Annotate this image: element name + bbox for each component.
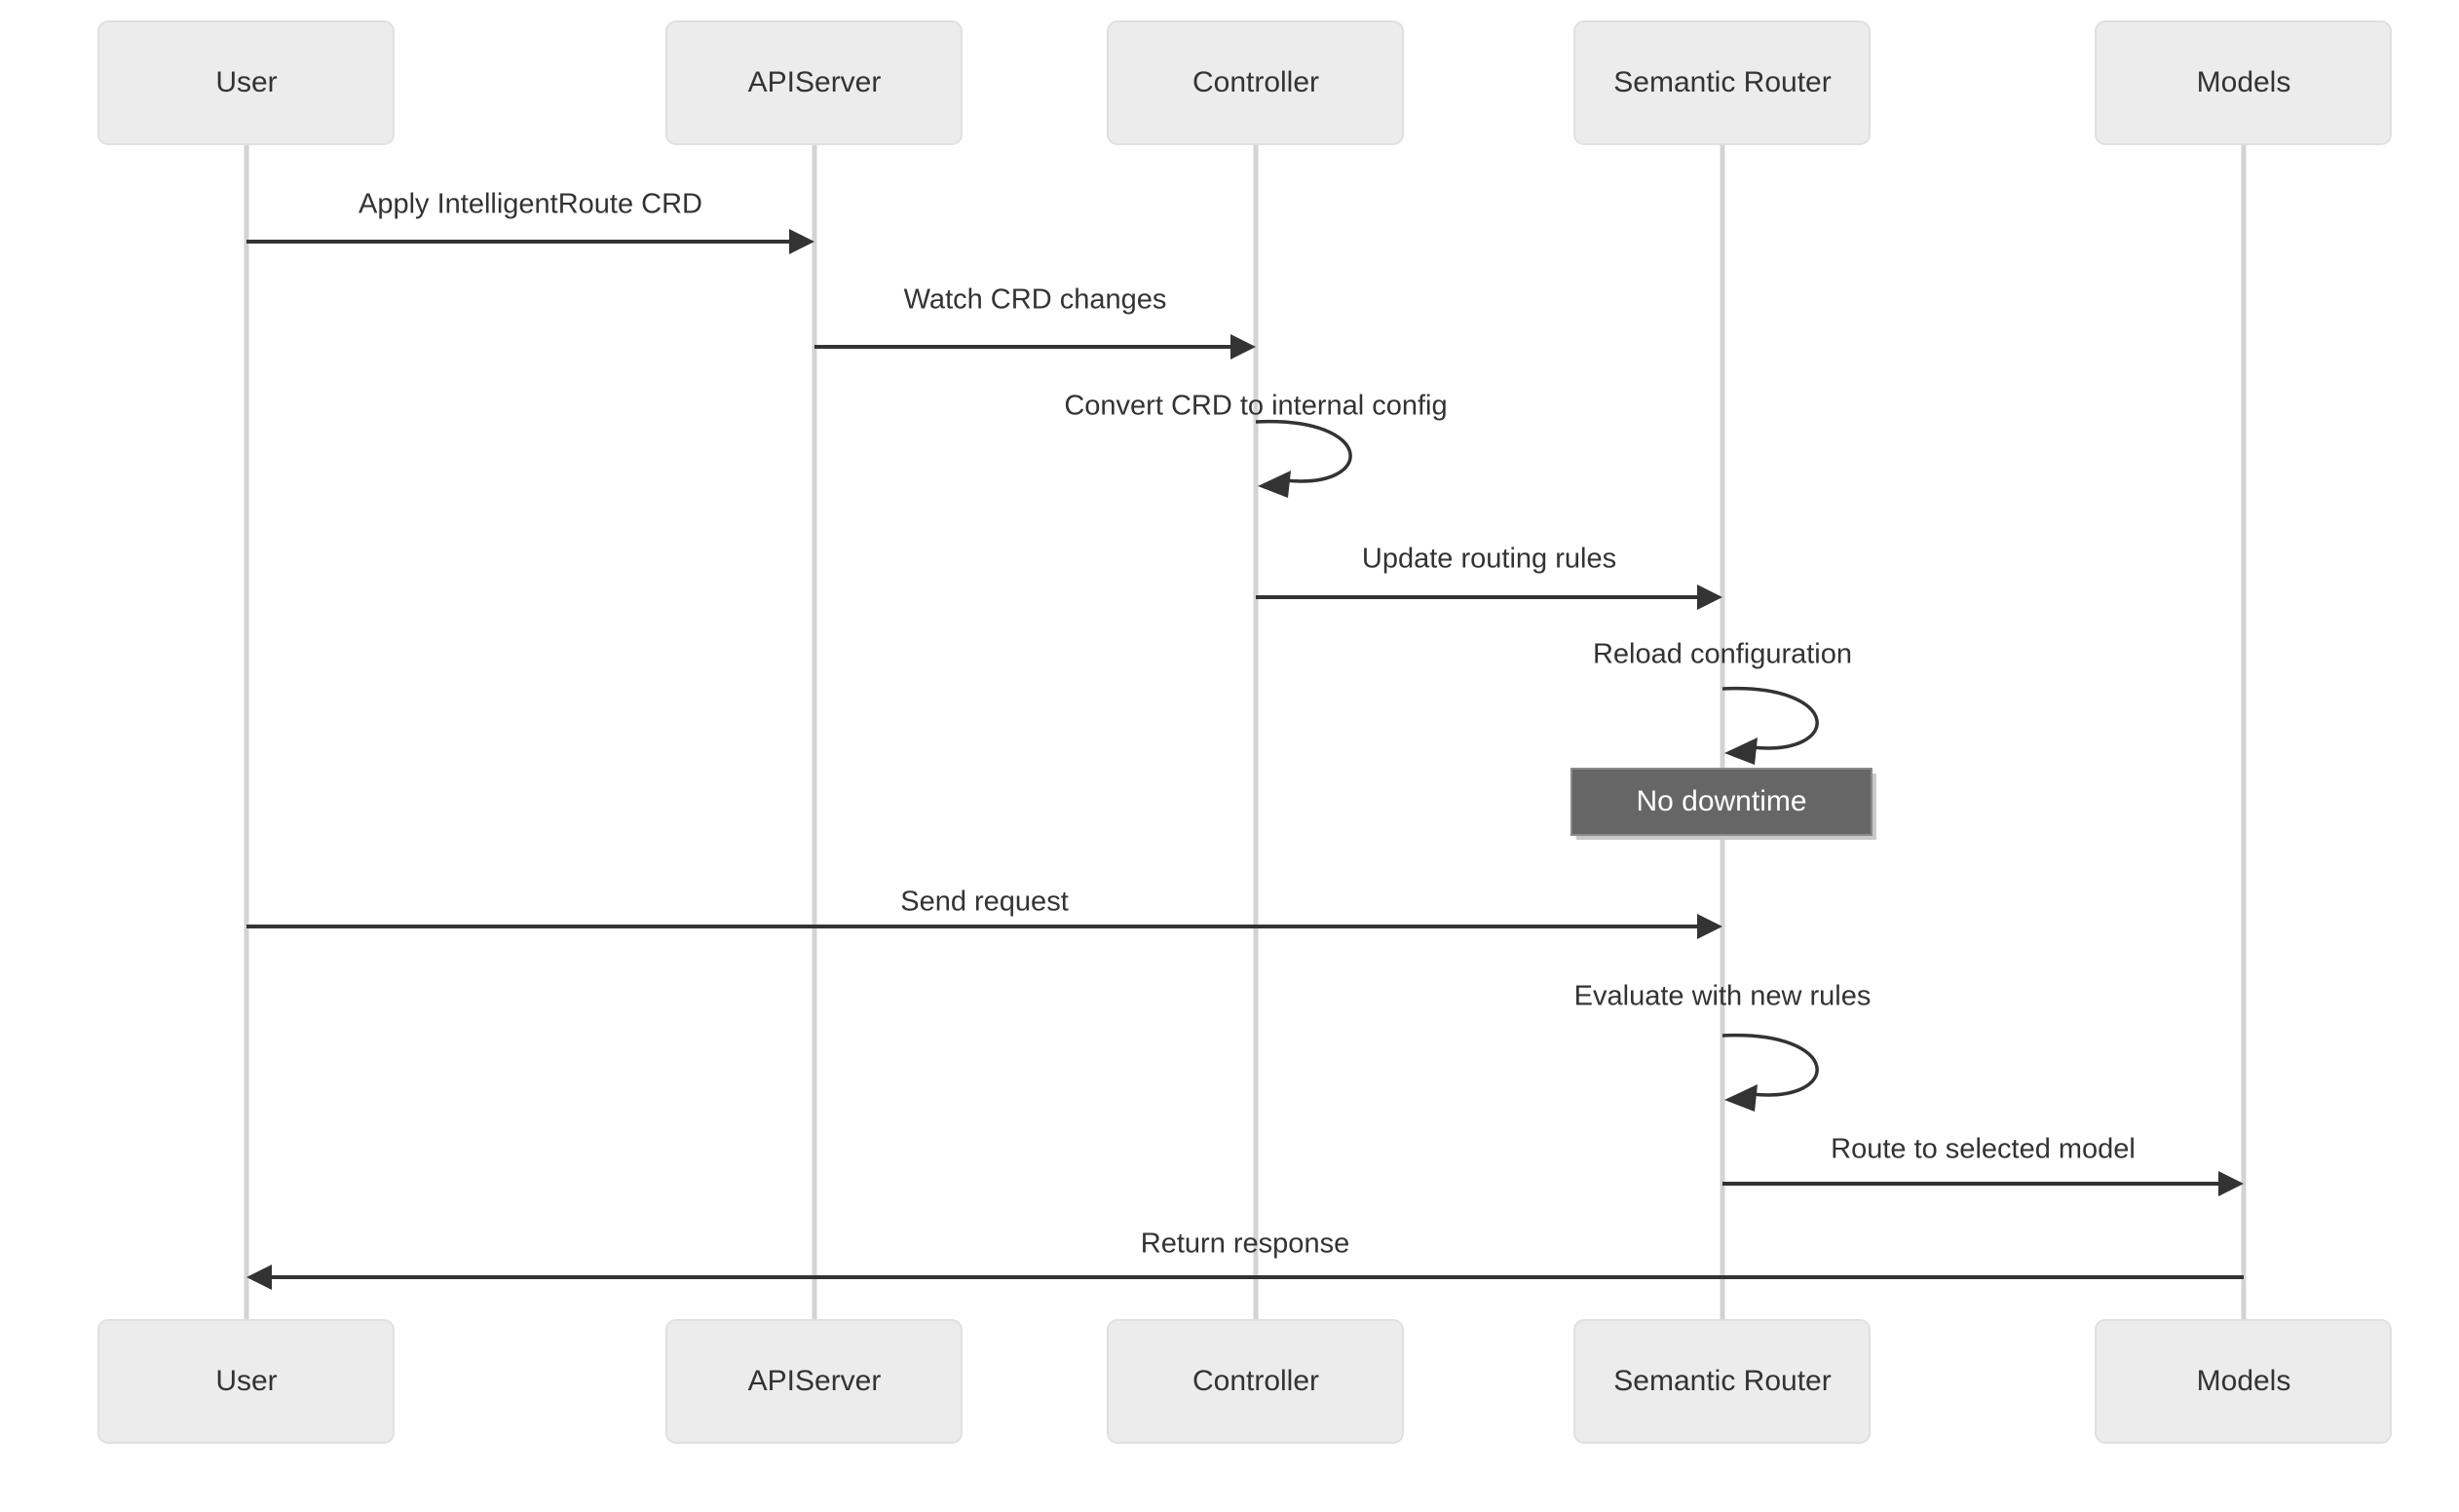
participant-label: User xyxy=(215,66,277,98)
msg-route-model[interactable]: Route to selected model xyxy=(1722,1134,2244,1196)
participant-bottom-apiserver[interactable]: APIServer xyxy=(665,1319,963,1444)
arrow-head xyxy=(1697,914,1722,939)
lifelines-layer xyxy=(244,144,2247,1320)
participant-bottom-controller[interactable]: Controller xyxy=(1107,1319,1404,1444)
note-label: No downtime xyxy=(1636,785,1806,817)
participant-bottom-semantic-router[interactable]: Semantic Router xyxy=(1573,1319,1871,1444)
message-label: Send request xyxy=(900,887,1069,918)
participant-label: User xyxy=(215,1365,277,1397)
participant-label: Semantic Router xyxy=(1613,66,1831,98)
arrow-head xyxy=(1697,585,1722,610)
participant-bottom-models[interactable]: Models xyxy=(2095,1319,2392,1444)
participant-label: APIServer xyxy=(748,66,882,98)
participant-bottom-user[interactable]: User xyxy=(97,1319,395,1444)
message-label: Watch CRD changes xyxy=(904,284,1167,316)
participant-box[interactable] xyxy=(1573,1319,1871,1444)
note-no-downtime[interactable]: No downtime xyxy=(1570,768,1876,840)
msg-send-request[interactable]: Send request xyxy=(246,887,1722,939)
self-loop-path xyxy=(1721,1033,1819,1097)
participant-box[interactable] xyxy=(1107,20,1404,145)
arrow-head xyxy=(1724,737,1758,765)
msg-return-response[interactable]: Return response xyxy=(246,1228,2244,1290)
participant-top-user[interactable]: User xyxy=(97,20,395,145)
participant-box[interactable] xyxy=(1107,1319,1404,1444)
msg-evaluate-rules[interactable]: Evaluate with new rules xyxy=(1574,981,1872,1112)
participant-box[interactable] xyxy=(2095,20,2392,145)
message-label: Apply IntelligentRoute CRD xyxy=(359,189,702,220)
msg-reload-config[interactable]: Reload configuration xyxy=(1593,639,1852,765)
participant-top-models[interactable]: Models xyxy=(2095,20,2392,145)
participant-label: Models xyxy=(2197,1365,2291,1397)
participant-top-semantic-router[interactable]: Semantic Router xyxy=(1573,20,1871,145)
self-loop-path xyxy=(1255,419,1352,483)
participant-top-controller[interactable]: Controller xyxy=(1107,20,1404,145)
message-label: Update routing rules xyxy=(1362,544,1616,575)
participant-box[interactable] xyxy=(2095,1319,2392,1444)
arrow-head xyxy=(2218,1171,2244,1196)
notes-layer: No downtime xyxy=(1570,768,1876,840)
participant-box[interactable] xyxy=(97,1319,395,1444)
participant-box[interactable] xyxy=(97,20,395,145)
arrow-head xyxy=(1258,471,1291,498)
self-loop-path xyxy=(1721,686,1819,750)
arrow-head xyxy=(1230,334,1256,359)
note-box[interactable] xyxy=(1570,768,1873,836)
msg-convert-crd[interactable]: Convert CRD to internal config xyxy=(1064,391,1448,498)
participant-label: Models xyxy=(2197,66,2291,98)
message-label: Evaluate with new rules xyxy=(1574,981,1872,1012)
participant-box[interactable] xyxy=(665,20,963,145)
message-label: Reload configuration xyxy=(1593,639,1852,670)
arrow-head xyxy=(789,229,814,254)
participant-box[interactable] xyxy=(665,1319,963,1444)
participant-label: APIServer xyxy=(748,1365,882,1397)
msg-update-rules[interactable]: Update routing rules xyxy=(1256,544,1722,610)
msg-apply-crd[interactable]: Apply IntelligentRoute CRD xyxy=(246,189,814,254)
participant-label: Controller xyxy=(1192,1365,1319,1397)
participant-label: Controller xyxy=(1192,66,1319,98)
message-label: Convert CRD to internal config xyxy=(1064,391,1447,422)
participant-top-apiserver[interactable]: APIServer xyxy=(665,20,963,145)
message-label: Route to selected model xyxy=(1831,1134,2136,1165)
msg-watch-crd[interactable]: Watch CRD changes xyxy=(814,284,1256,359)
arrow-head xyxy=(246,1265,272,1290)
participant-label: Semantic Router xyxy=(1613,1365,1831,1397)
participant-box[interactable] xyxy=(1573,20,1871,145)
arrow-head xyxy=(1724,1084,1758,1112)
messages-layer: Apply IntelligentRoute CRD Watch CRD chan… xyxy=(246,189,2244,1290)
message-label: Return response xyxy=(1141,1228,1349,1260)
